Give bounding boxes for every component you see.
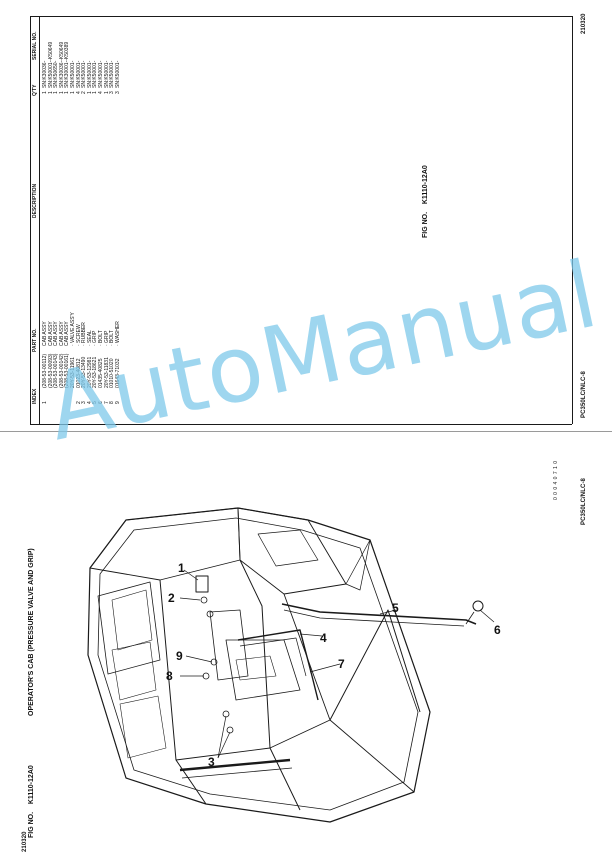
table-header-separator <box>39 16 40 424</box>
callout-6: 6 <box>494 623 501 637</box>
rear-panel <box>237 507 347 595</box>
callout-4: 4 <box>320 631 327 645</box>
callout-8: 8 <box>166 669 173 683</box>
table-edge-left <box>30 424 572 425</box>
cab-roof <box>89 507 241 581</box>
callout-2: 2 <box>168 591 175 605</box>
callout-1: 1 <box>178 561 185 575</box>
bolt-circle <box>472 600 484 612</box>
callout-7: 7 <box>338 657 345 671</box>
cab-outer-frame <box>87 507 431 823</box>
table-border-top <box>30 16 31 424</box>
grip-bar <box>281 603 477 625</box>
callout-3: 3 <box>208 755 215 769</box>
page-divider <box>0 431 612 432</box>
callout-5: 5 <box>392 601 399 615</box>
table-border-bottom <box>572 16 573 424</box>
callout-labels: 1 2 3 4 5 6 7 8 9 <box>166 561 501 769</box>
valve-body <box>195 575 209 593</box>
callout-9: 9 <box>176 649 183 663</box>
table-edge-right <box>30 16 572 17</box>
grip-7 <box>237 629 319 701</box>
